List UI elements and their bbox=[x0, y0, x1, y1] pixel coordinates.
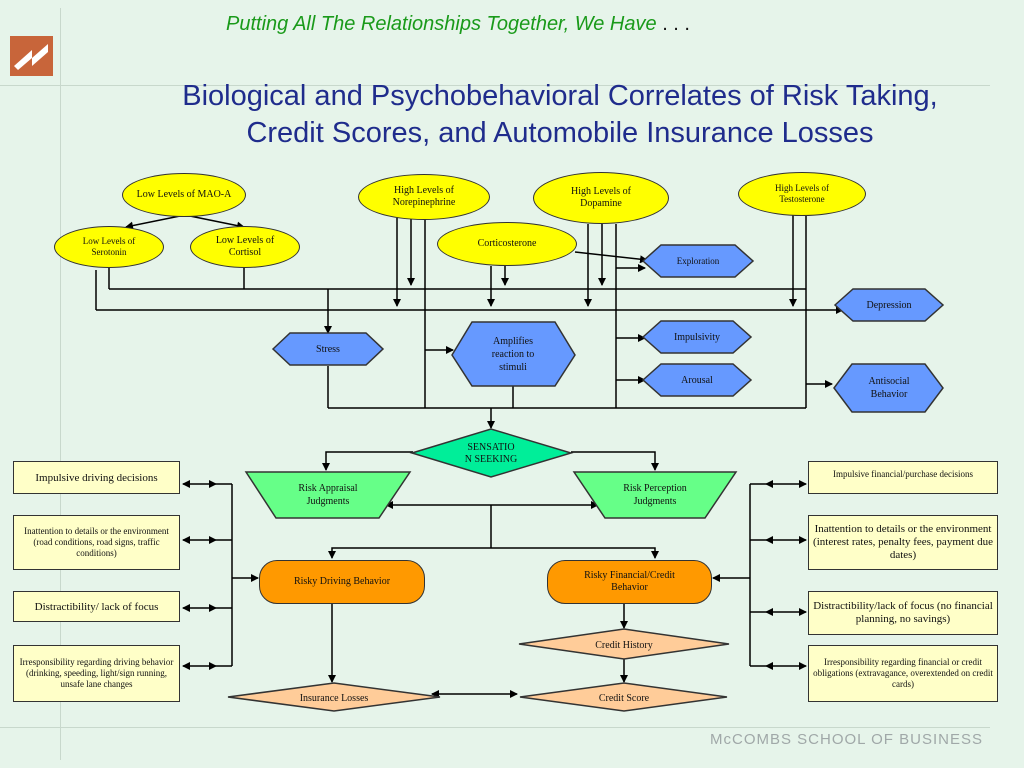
norepinephrine-ellipse: High Levels of Norepinephrine bbox=[358, 174, 490, 220]
sensation-seeking-label: SENSATIO N SEEKING bbox=[464, 442, 518, 465]
right-box-irresponsibility-financial: Irresponsibility regarding financial or … bbox=[808, 645, 998, 702]
norepinephrine-label: High Levels of Norepinephrine bbox=[392, 185, 456, 208]
amplifies-hexagon bbox=[451, 321, 576, 387]
slide-subtitle: Putting All The Relationships Together, … bbox=[226, 13, 690, 35]
risk-perception-label: Risk Perception Judgments bbox=[623, 483, 687, 507]
stress-label: Stress bbox=[316, 343, 340, 355]
mccombs-logo bbox=[10, 36, 53, 76]
amplifies-label: Amplifies reaction to stimuli bbox=[491, 335, 535, 373]
risk-appraisal-trapezoid bbox=[244, 471, 412, 519]
left-box-distractibility-driving: Distractibility/ lack of focus bbox=[13, 591, 180, 622]
slide-title: Biological and Psychobehavioral Correlat… bbox=[182, 80, 938, 149]
credit-history-diamond bbox=[518, 628, 730, 660]
stress-hexagon bbox=[271, 332, 385, 366]
frame-horizontal-line bbox=[0, 85, 990, 86]
corticosterone-label: Corticosterone bbox=[477, 238, 537, 249]
credit-score-diamond bbox=[519, 682, 728, 712]
cortisol-ellipse: Low Levels of Cortisol bbox=[190, 226, 300, 268]
depression-hexagon bbox=[833, 288, 945, 322]
credit-history-label: Credit History bbox=[595, 639, 653, 651]
left-box-inattention-driving: Inattention to details or the environmen… bbox=[13, 515, 180, 570]
risk-appraisal-label: Risk Appraisal Judgments bbox=[298, 483, 358, 507]
frame-vertical-line bbox=[60, 8, 61, 760]
right-box-inattention-financial: Inattention to details or the environmen… bbox=[808, 515, 998, 570]
antisocial-label: Antisocial Behavior bbox=[868, 376, 910, 400]
impulsivity-label: Impulsivity bbox=[673, 331, 721, 343]
risky-driving-behavior: Risky Driving Behavior bbox=[259, 560, 425, 604]
dopamine-label: High Levels of Dopamine bbox=[571, 186, 631, 209]
footer-school-name: McCOMBS SCHOOL OF BUSINESS bbox=[710, 731, 983, 748]
testosterone-label: High Levels of Testosterone bbox=[775, 183, 829, 204]
left-box-impulsive-driving: Impulsive driving decisions bbox=[13, 461, 180, 494]
right-box-impulsive-financial: Impulsive financial/purchase decisions bbox=[808, 461, 998, 494]
right-box-distractibility-financial: Distractibility/lack of focus (no financ… bbox=[808, 591, 998, 635]
arousal-label: Arousal bbox=[681, 374, 713, 386]
antisocial-hexagon bbox=[833, 363, 944, 413]
cortisol-label: Low Levels of Cortisol bbox=[215, 235, 275, 258]
mao-a-ellipse: Low Levels of MAO-A bbox=[122, 173, 246, 217]
impulsivity-hexagon bbox=[641, 320, 753, 354]
exploration-hexagon bbox=[641, 244, 755, 278]
serotonin-ellipse: Low Levels of Serotonin bbox=[54, 226, 164, 268]
insurance-losses-label: Insurance Losses bbox=[299, 692, 369, 704]
testosterone-ellipse: High Levels of Testosterone bbox=[738, 172, 866, 216]
sensation-seeking-diamond bbox=[409, 428, 574, 478]
serotonin-label: Low Levels of Serotonin bbox=[82, 236, 136, 257]
risk-perception-trapezoid bbox=[572, 471, 738, 519]
mao-a-label: Low Levels of MAO-A bbox=[136, 189, 232, 200]
corticosterone-ellipse: Corticosterone bbox=[437, 222, 577, 266]
left-box-irresponsibility-driving: Irresponsibility regarding driving behav… bbox=[13, 645, 180, 702]
credit-score-label: Credit Score bbox=[598, 692, 650, 704]
depression-label: Depression bbox=[866, 299, 912, 311]
risky-financial-behavior: Risky Financial/Credit Behavior bbox=[547, 560, 712, 604]
dopamine-ellipse: High Levels of Dopamine bbox=[533, 172, 669, 224]
arousal-hexagon bbox=[641, 363, 753, 397]
exploration-label: Exploration bbox=[676, 256, 720, 266]
frame-bottom-line bbox=[0, 727, 990, 728]
insurance-losses-diamond bbox=[227, 682, 441, 712]
